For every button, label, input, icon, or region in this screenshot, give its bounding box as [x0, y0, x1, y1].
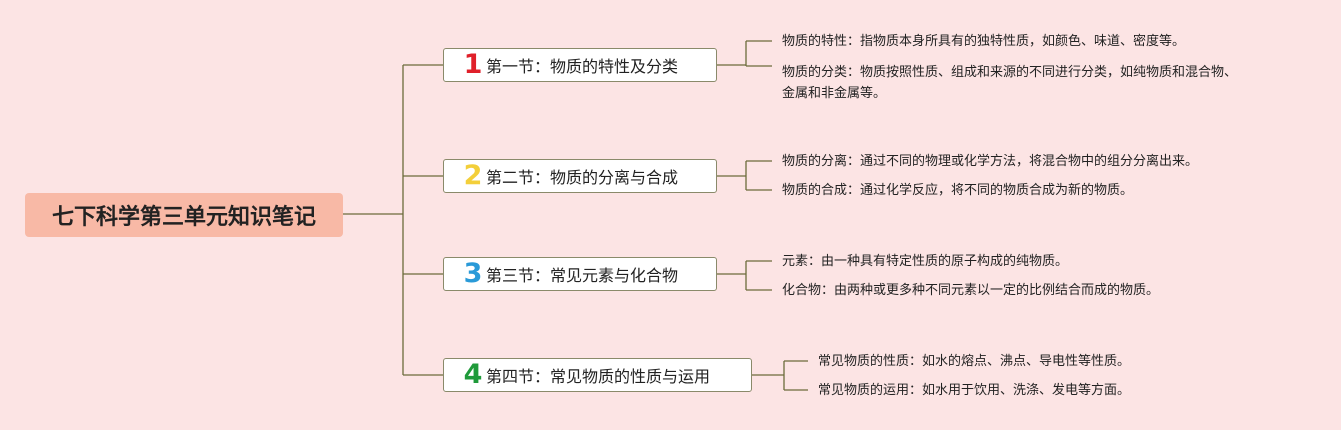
section-1-item-2[interactable]: 物质的分类：物质按照性质、组成和来源的不同进行分类，如纯物质和混合物、 金属和非… [782, 62, 1237, 104]
section-number-3: 3 [463, 258, 483, 289]
leaf-text: 化合物：由两种或更多种不同元素以一定的比例结合而成的物质。 [782, 283, 1160, 298]
section-2-node[interactable]: 2 第二节：物质的分离与合成 [443, 159, 717, 193]
section-2-item-1[interactable]: 物质的分离：通过不同的物理或化学方法，将混合物中的组分分离出来。 [782, 151, 1198, 172]
leaf-text: 物质的合成：通过化学反应，将不同的物质合成为新的物质。 [782, 183, 1134, 198]
leaf-text: 物质的分离：通过不同的物理或化学方法，将混合物中的组分分离出来。 [782, 154, 1199, 169]
section-4-item-2[interactable]: 常见物质的运用：如水用于饮用、洗涤、发电等方面。 [818, 380, 1130, 401]
section-4-item-1[interactable]: 常见物质的性质：如水的熔点、沸点、导电性等性质。 [818, 351, 1130, 372]
section-number-1: 1 [463, 49, 483, 80]
section-3-item-2[interactable]: 化合物：由两种或更多种不同元素以一定的比例结合而成的物质。 [782, 280, 1159, 301]
section-label: 第四节：常见物质的性质与运用 [486, 367, 711, 386]
section-1-node[interactable]: 1 第一节：物质的特性及分类 [443, 48, 717, 82]
section-3-item-1[interactable]: 元素：由一种具有特定性质的原子构成的纯物质。 [782, 251, 1068, 272]
leaf-text-line-2: 金属和非金属等。 [782, 86, 887, 101]
section-number-2: 2 [463, 160, 483, 191]
section-2-item-2[interactable]: 物质的合成：通过化学反应，将不同的物质合成为新的物质。 [782, 180, 1133, 201]
root-topic[interactable]: 七下科学第三单元知识笔记 [25, 193, 343, 237]
leaf-text: 物质的特性：指物质本身所具有的独特性质，如颜色、味道、密度等。 [782, 34, 1186, 49]
section-label: 第三节：常见元素与化合物 [486, 266, 679, 285]
leaf-text: 常见物质的运用：如水用于饮用、洗涤、发电等方面。 [818, 383, 1131, 398]
section-1-item-1[interactable]: 物质的特性：指物质本身所具有的独特性质，如颜色、味道、密度等。 [782, 31, 1185, 52]
leaf-text: 常见物质的性质：如水的熔点、沸点、导电性等性质。 [818, 354, 1131, 369]
leaf-text: 元素：由一种具有特定性质的原子构成的纯物质。 [782, 254, 1069, 269]
root-title: 七下科学第三单元知识笔记 [51, 205, 316, 230]
section-label: 第一节：物质的特性及分类 [486, 57, 679, 76]
section-number-4: 4 [463, 359, 483, 390]
leaf-text-line-1: 物质的分类：物质按照性质、组成和来源的不同进行分类，如纯物质和混合物、 [782, 65, 1238, 80]
section-label: 第二节：物质的分离与合成 [486, 168, 679, 187]
section-3-node[interactable]: 3 第三节：常见元素与化合物 [443, 257, 717, 291]
section-4-node[interactable]: 4 第四节：常见物质的性质与运用 [443, 358, 752, 392]
